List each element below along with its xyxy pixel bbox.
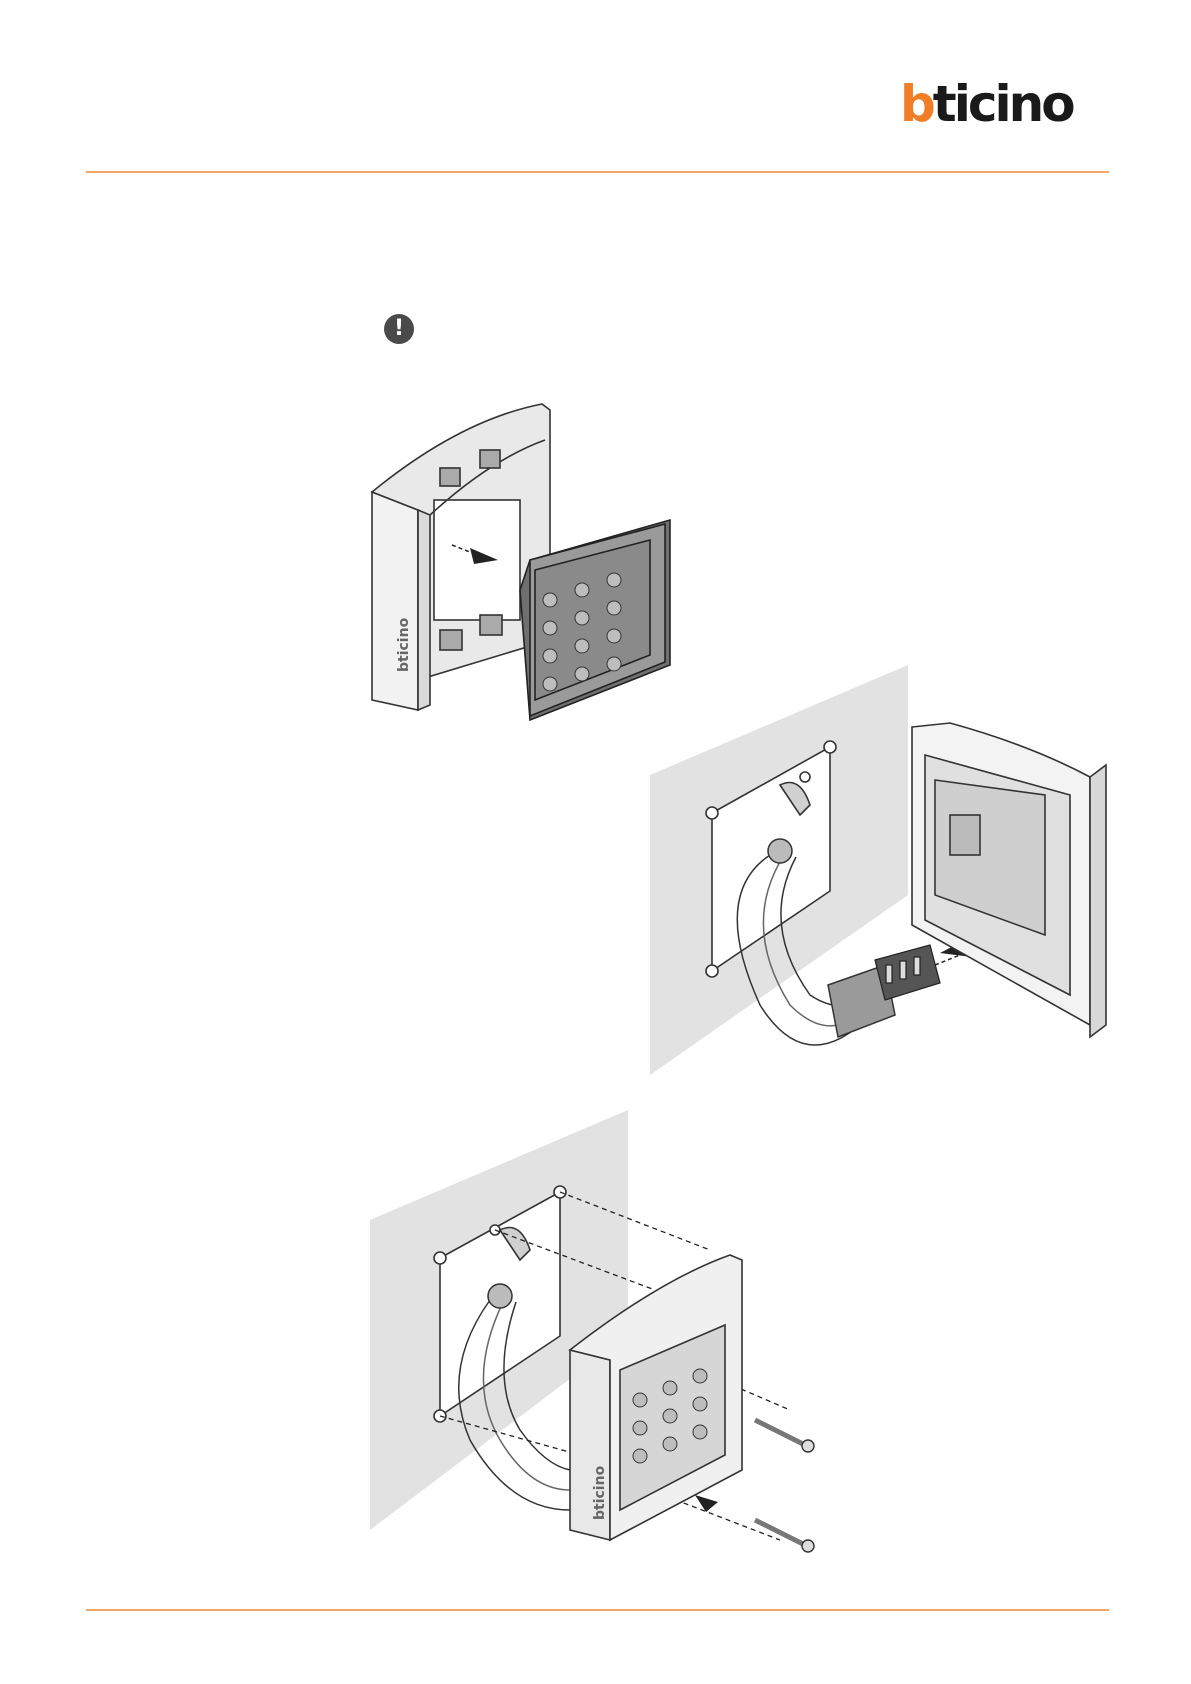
terminal-block <box>875 945 940 1000</box>
exclamation-icon: ! <box>384 314 414 344</box>
figure-wall-mounting: bticino <box>370 1110 830 1550</box>
header-rule <box>86 171 1109 173</box>
exclamation-glyph: ! <box>394 316 404 341</box>
screw-top <box>755 1420 814 1452</box>
brand-logo: bticino <box>900 80 1110 128</box>
logo-wordmark: ticino <box>933 75 1073 133</box>
screw-arrow <box>695 1495 718 1512</box>
figure-wiring-connection <box>650 665 1110 1100</box>
screw-bottom <box>755 1520 814 1552</box>
figure-frame-and-module: bticino <box>370 400 680 730</box>
rear-unit <box>912 723 1106 1037</box>
frame-brand-mark: bticino <box>396 617 412 672</box>
footer-rule <box>86 1609 1109 1611</box>
logo-letter-b: b <box>900 75 933 133</box>
unit-brand-mark: bticino <box>592 1465 608 1520</box>
